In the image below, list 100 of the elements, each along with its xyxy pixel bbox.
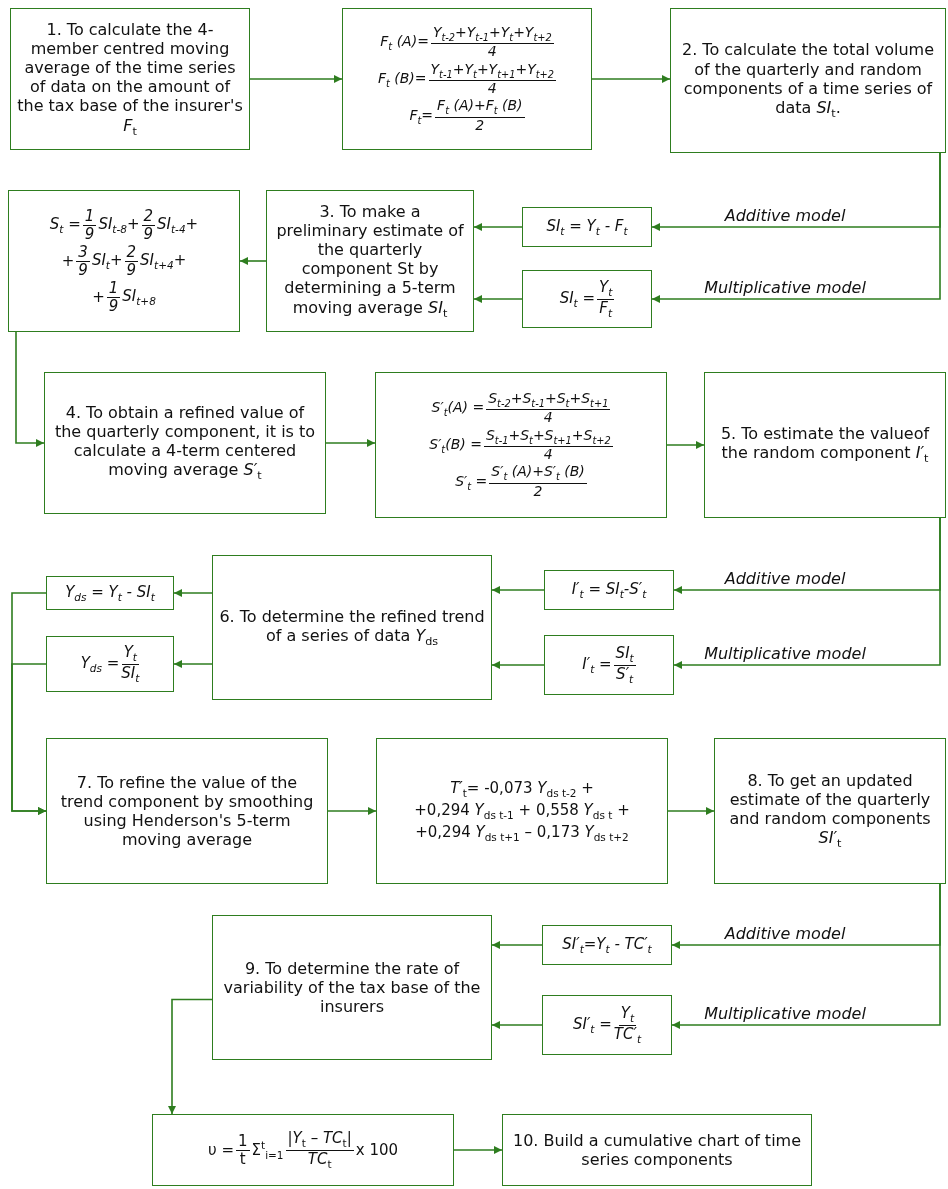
arrow <box>325 439 376 447</box>
formula-text: F$_{t}$ (A)= <box>380 32 429 52</box>
fraction-denominator: 9 <box>143 225 154 242</box>
fraction-denominator: SI$_{t}$ <box>121 664 140 685</box>
arrow <box>491 661 545 669</box>
formula-text: Y$_{ds}$ = Y$_{t}$ - SI$_{t}$ <box>65 583 155 603</box>
fraction-numerator: Y$_{t-2}$+Y$_{t-1}$+Y$_{t}$+Y$_{t+2}$ <box>430 24 554 45</box>
step-text: 2. To calculate the total volume of the quarterly and random components of a time series of data SI$_{t}$. <box>681 40 935 121</box>
arrow <box>673 517 941 669</box>
fraction-denominator: 9 <box>108 297 119 314</box>
fraction-denominator: 4 <box>543 410 553 426</box>
process-box <box>704 372 946 518</box>
process-box <box>212 915 492 1060</box>
fraction-denominator: 4 <box>487 81 497 97</box>
fraction-numerator: F$_{t}$ (A)+F$_{t}$ (B) <box>435 98 525 119</box>
process-box <box>714 738 946 884</box>
fraction-numerator: Y$_{t}$ <box>618 1004 637 1026</box>
formula-box <box>8 190 240 332</box>
arrow <box>491 586 545 594</box>
fraction-denominator: 4 <box>487 44 497 60</box>
arrow <box>667 807 715 815</box>
formula-box <box>375 372 667 518</box>
fraction-numerator: S$_{t-2}$+S$_{t-1}$+S$_{t}$+S$_{t+1}$ <box>486 390 611 411</box>
arrow <box>15 331 45 447</box>
arrow <box>491 1021 543 1029</box>
process-box <box>670 8 946 153</box>
formula-text: I′$_{t}$ = SI$_{t}$-S′$_{t}$ <box>571 580 647 600</box>
process-box <box>266 190 474 332</box>
formula-box <box>46 636 174 692</box>
formula-text: Y$_{ds}$ = <box>80 654 120 674</box>
fraction-numerator: 1 <box>106 280 121 298</box>
arrow <box>327 807 377 815</box>
formula-box <box>544 635 674 695</box>
formula-text: SI$_{t}$ = Y$_{t}$ - F$_{t}$ <box>546 217 628 237</box>
step-text: 10. Build a cumulative chart of time series components <box>511 1130 802 1170</box>
formula-text: SI′$_{t}$ = <box>573 1015 612 1035</box>
formula-text: +0,294 Y$_{ds t+1}$ – 0,173 Y$_{ds t+2}$ <box>415 823 629 843</box>
arrow <box>666 441 705 449</box>
formula-text: SI$_{t-8}$+ <box>98 215 140 235</box>
formula-box <box>522 207 652 247</box>
fraction-denominator: t <box>239 1150 246 1167</box>
formula-text: F$_{t}$= <box>409 106 434 126</box>
fraction-numerator: Y$_{t}$ <box>121 643 139 665</box>
arrow <box>591 75 671 83</box>
process-box <box>212 555 492 700</box>
step-text: 3. To make a preliminary estimate of the quarterly component St by determining a 5-term moving average SI$_{t}$ <box>275 201 465 321</box>
arrow <box>168 998 213 1115</box>
formula-text: SI$_{t}$+ <box>91 251 123 271</box>
step-text: 7. To refine the value of the trend component by smoothing using Henderson's 5-term moving average <box>59 772 315 850</box>
arrow <box>173 660 213 668</box>
formula-text: SI$_{t+8}$ <box>122 287 156 307</box>
edge-label: Multiplicative model <box>702 278 868 297</box>
arrow <box>249 75 343 83</box>
fraction-numerator: Y$_{t}$ <box>597 278 615 300</box>
formula-text: S$_{t}$ = <box>49 215 81 235</box>
formula-text: I′$_{t}$ = <box>582 655 612 675</box>
arrow <box>671 883 941 1029</box>
formula-box <box>376 738 668 884</box>
fraction-denominator: S′$_{t}$ <box>616 665 634 686</box>
formula-text: SI$_{t+4}$+ <box>140 251 187 271</box>
process-box <box>44 372 326 514</box>
step-text: 4. To obtain a refined value of the quarterly component, it is to calculate a 4-term centered moving average S′$_{t}$ <box>53 402 317 484</box>
fraction-denominator: F$_{t}$ <box>599 299 613 320</box>
edge-label: Multiplicative model <box>702 644 868 663</box>
fraction-numerator: 3 <box>76 244 90 262</box>
formula-text: υ = <box>207 1141 234 1159</box>
formula-box <box>152 1114 454 1186</box>
arrow <box>453 1146 503 1154</box>
process-box <box>10 8 250 150</box>
arrow <box>491 941 543 949</box>
arrow <box>239 257 267 265</box>
formula-text: S′$_{t}$(B) = <box>429 435 482 455</box>
fraction-denominator: 9 <box>78 261 88 278</box>
fraction-numerator: 2 <box>124 244 139 262</box>
arrow <box>651 152 941 303</box>
step-text: 9. To determine the rate of variability of the tax base of the insurers <box>222 958 482 1017</box>
formula-text: + <box>92 288 105 306</box>
formula-text: S′$_{t}$ = <box>455 472 488 492</box>
formula-box <box>544 570 674 610</box>
edge-label: Multiplicative model <box>702 1004 868 1023</box>
fraction-denominator: 9 <box>84 225 95 242</box>
arrow <box>473 223 523 231</box>
formula-text: F$_{t}$ (B)= <box>377 69 427 89</box>
fraction-denominator: 2 <box>475 118 485 134</box>
process-box <box>502 1114 812 1186</box>
formula-text: + <box>61 252 75 270</box>
step-text: 5. To estimate the valueof the random component I′$_{t}$ <box>719 424 931 466</box>
fraction-numerator: SI$_{t}$ <box>613 644 636 666</box>
formula-box <box>542 925 672 965</box>
fraction-denominator: 2 <box>533 484 543 500</box>
fraction-denominator: 4 <box>543 447 553 463</box>
formula-box <box>46 576 174 610</box>
fraction-numerator: S$_{t-1}$+S$_{t}$+S$_{t+1}$+S$_{t+2}$ <box>483 427 613 448</box>
process-box <box>46 738 328 884</box>
formula-box <box>522 270 652 328</box>
formula-text: x 100 <box>355 1141 399 1159</box>
formula-box <box>342 8 592 150</box>
step-text: 6. To determine the refined trend of a series of data Y$_{ds}$ <box>219 606 485 649</box>
fraction-denominator: 9 <box>126 261 137 278</box>
fraction-numerator: |Y$_{t}$ – TC$_{t}$| <box>285 1129 354 1151</box>
